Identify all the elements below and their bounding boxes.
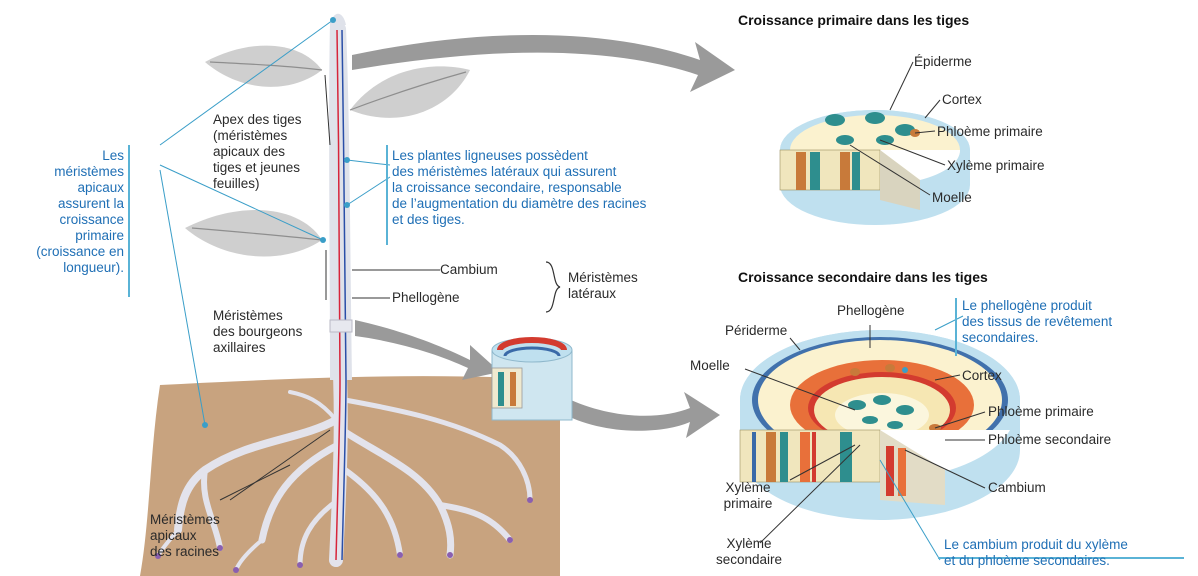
arrow-to-secondary — [560, 392, 720, 438]
lateral-cut-band — [330, 320, 352, 332]
lateral-meristems-brace — [546, 262, 560, 312]
leaf-right — [350, 66, 470, 117]
primary-pith-label: Moelle — [932, 190, 972, 206]
woody-plants-note: Les plantes ligneuses possèdent des méri… — [392, 148, 646, 228]
note-bar-woody — [386, 145, 388, 245]
secondary-xylem-label: Xylème secondaire — [705, 536, 793, 568]
phellogen-label: Phellogène — [392, 290, 460, 306]
apical-meristems-note: Les méristèmes apicaux assurent la crois… — [20, 148, 124, 276]
primary-xylem-label: Xylème primaire — [947, 158, 1045, 174]
stem-apex-label: Apex des tiges (méristèmes apicaux des t… — [213, 112, 302, 192]
note-bar-phellogen — [955, 298, 957, 356]
root-apex-label: Méristèmes apicaux des racines — [150, 512, 220, 560]
secondary-cortex-label: Cortex — [962, 368, 1002, 384]
periderm-label: Périderme — [725, 323, 787, 339]
secondary-pith-label: Moelle — [690, 358, 730, 374]
lateral-meristems-label: Méristèmes latéraux — [568, 270, 638, 302]
cut-stem-segment — [492, 338, 572, 420]
secondary-growth-title: Croissance secondaire dans les tiges — [738, 269, 988, 285]
primary-cortex-label: Cortex — [942, 92, 982, 108]
phellogen-note: Le phellogène produit des tissus de revê… — [962, 298, 1112, 346]
primary-epidermis-label: Épiderme — [914, 54, 972, 70]
cambium-label: Cambium — [440, 262, 498, 278]
arrow-to-cut — [355, 320, 500, 380]
secondary-phellogen-label: Phellogène — [837, 303, 905, 319]
primary-phloem-label: Phloème primaire — [937, 124, 1043, 140]
primary-growth-title: Croissance primaire dans les tiges — [738, 12, 969, 28]
axillary-buds-label: Méristèmes des bourgeons axillaires — [213, 308, 302, 356]
secondary-primary-xylem-label: Xylème primaire — [708, 480, 788, 512]
leaf-top-left — [205, 46, 322, 87]
note-bar-left — [128, 145, 130, 297]
secondary-phloem-label: Phloème secondaire — [988, 432, 1111, 448]
secondary-cambium-label: Cambium — [988, 480, 1046, 496]
secondary-primary-phloem-label: Phloème primaire — [988, 404, 1094, 420]
cambium-note: Le cambium produit du xylème et du phloè… — [944, 537, 1128, 569]
